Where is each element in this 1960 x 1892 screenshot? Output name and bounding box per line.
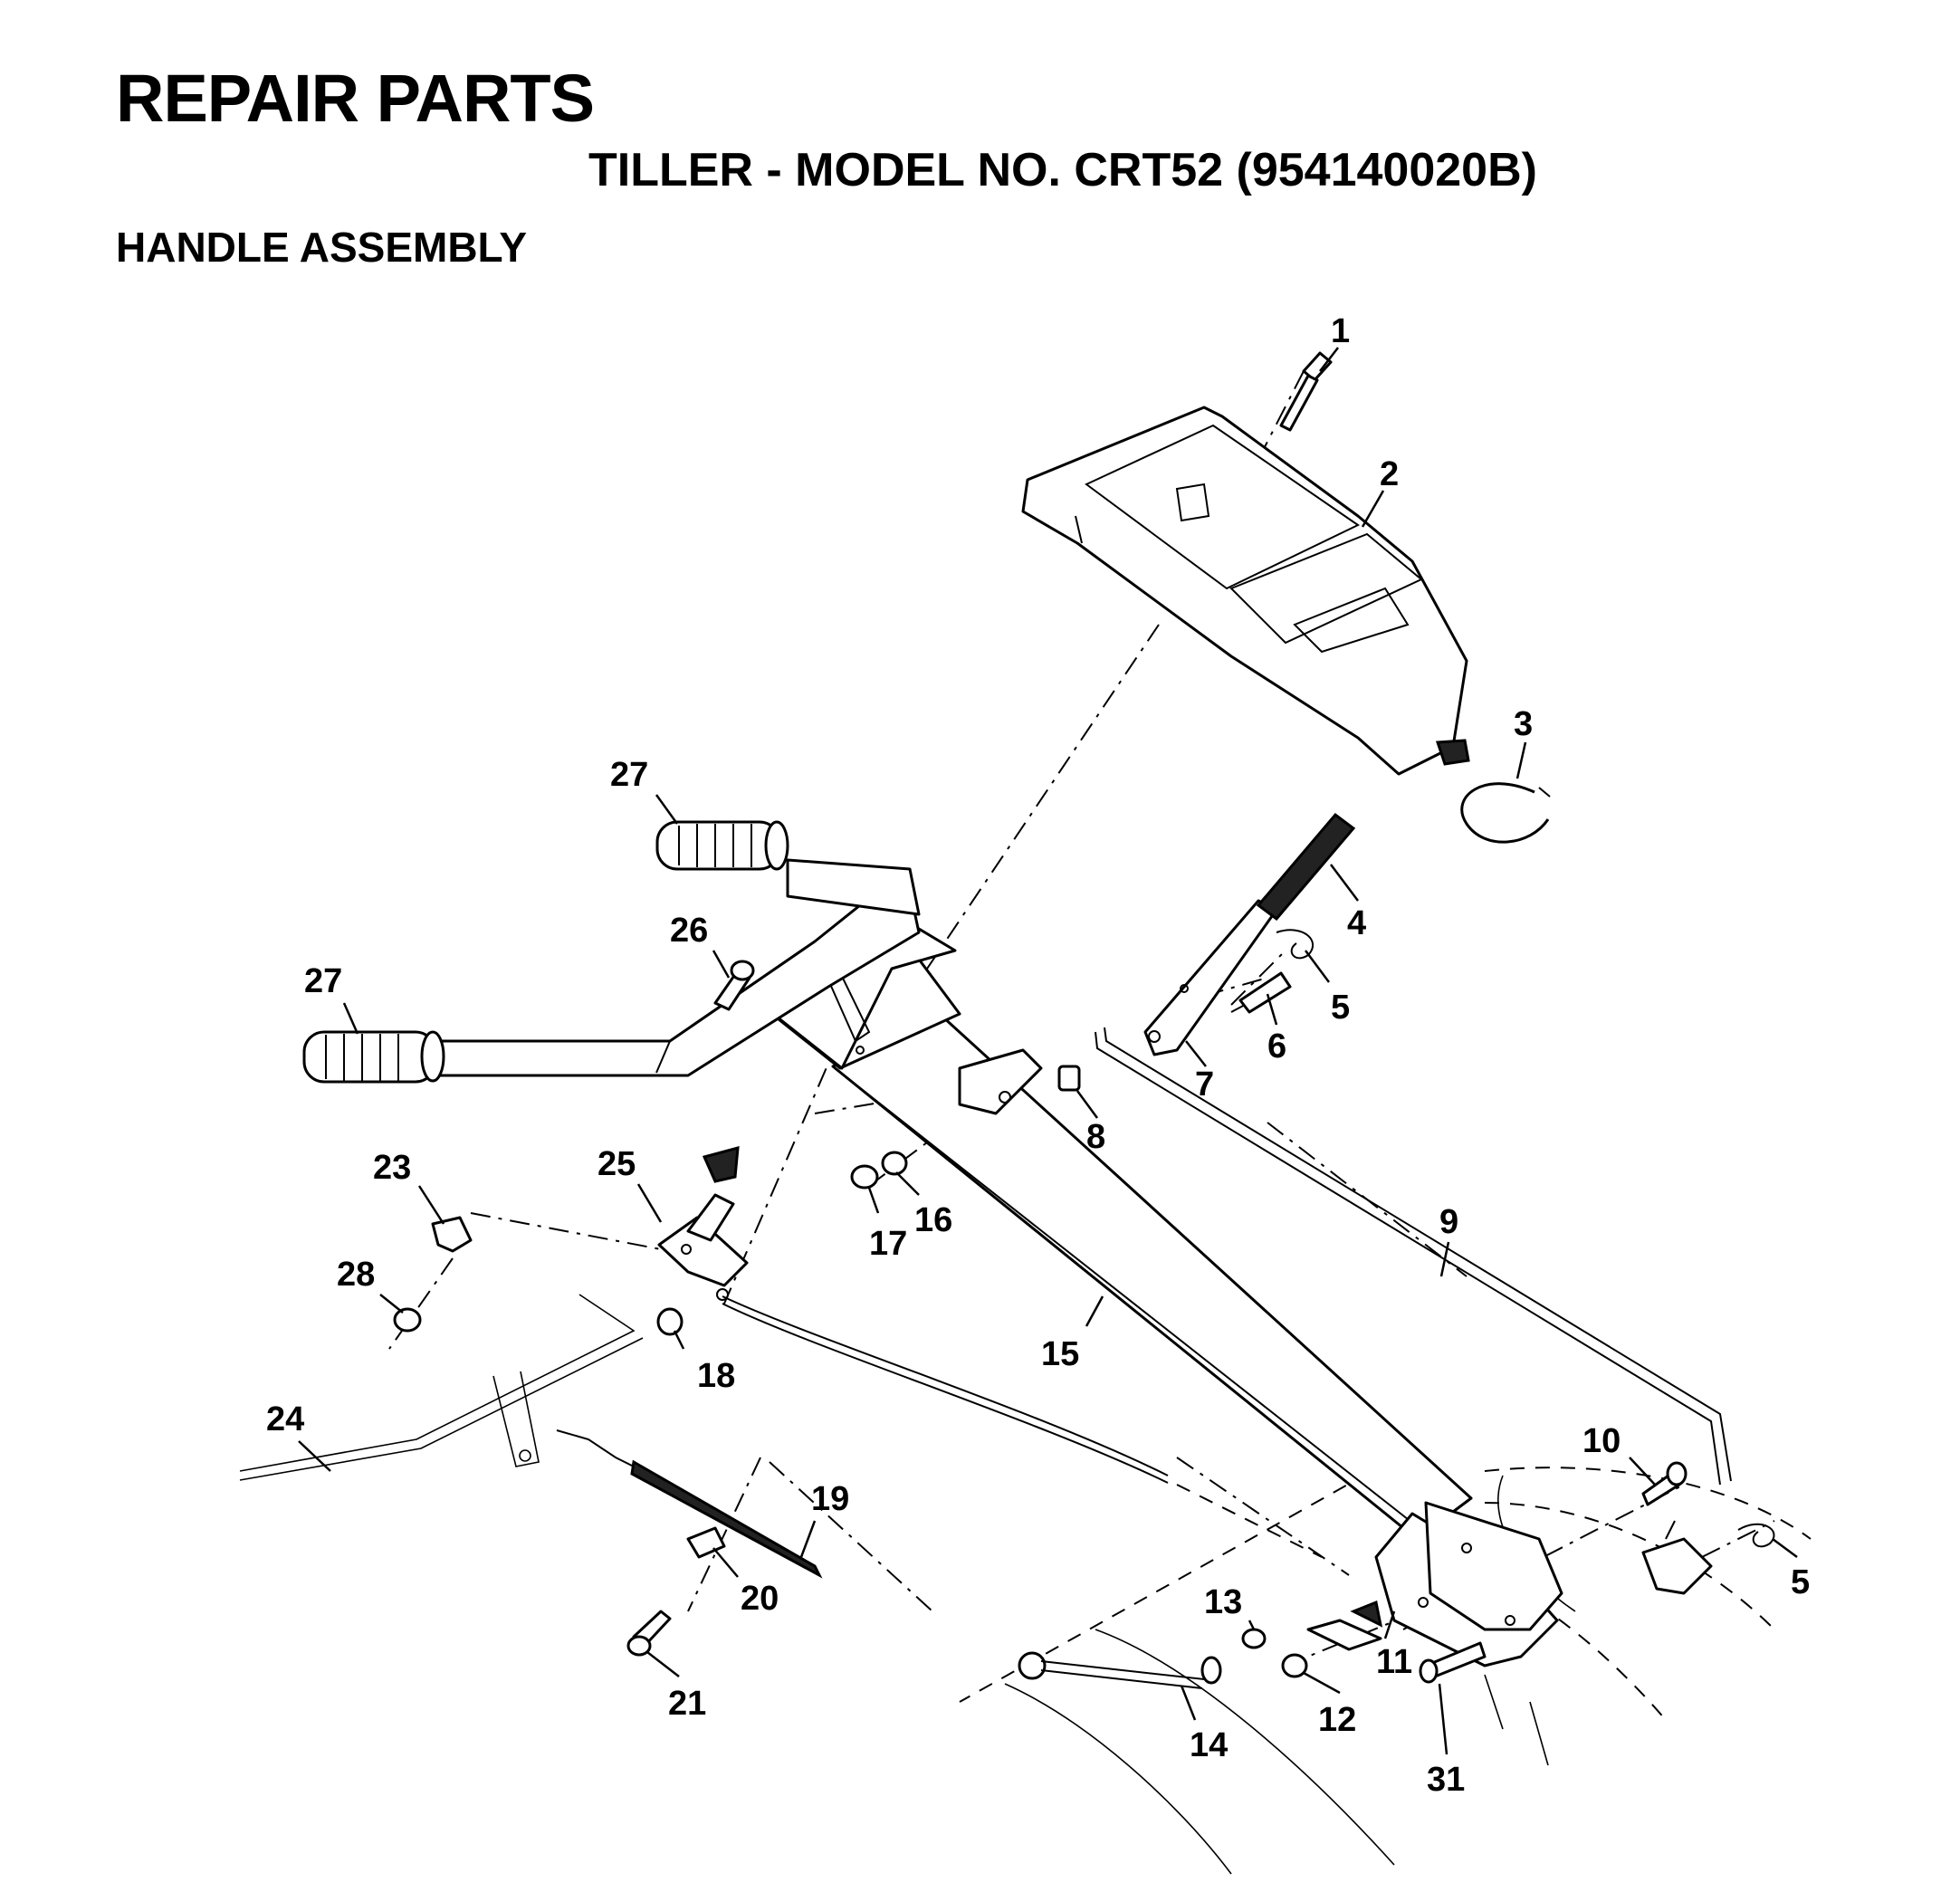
section-title: HANDLE ASSEMBLY [116, 224, 528, 271]
callout-16: 16 [914, 1201, 952, 1239]
part-21-screw [626, 1610, 672, 1657]
part-12-nut [1281, 1653, 1308, 1678]
callout-13: 13 [1204, 1583, 1242, 1621]
part-13-washer [1241, 1628, 1267, 1649]
part-3-retaining-ring [1460, 782, 1551, 844]
callout-15: 15 [1041, 1335, 1079, 1373]
callout-11: 11 [1376, 1643, 1412, 1681]
callout-7: 7 [1195, 1065, 1214, 1104]
callout-3: 3 [1514, 705, 1533, 743]
part-1-screw [1279, 351, 1333, 432]
part-27-grip-lower [302, 1030, 445, 1084]
callout-23: 23 [373, 1149, 411, 1187]
callout-5-lower: 5 [1791, 1563, 1810, 1601]
part-6-bolt [1230, 971, 1292, 1014]
callout-18: 18 [697, 1357, 735, 1395]
part-2-console [1021, 406, 1470, 776]
part-17-nut [850, 1164, 879, 1190]
callout-20: 20 [741, 1580, 779, 1618]
callout-5: 5 [1331, 989, 1350, 1027]
callout-19: 19 [811, 1480, 849, 1518]
part-7-lever [1143, 899, 1278, 1056]
part-5-hairpin-clip-lower [1737, 1523, 1775, 1548]
part-16-washer [881, 1151, 908, 1176]
callout-28: 28 [337, 1256, 375, 1294]
callout-labels: 1 2 3 4 5 6 7 8 9 10 11 12 13 14 15 16 1… [266, 312, 1810, 1799]
part-28-nut [393, 1307, 422, 1333]
part-15-handle-tube [831, 1014, 1473, 1541]
part-8-spacer [1057, 1065, 1081, 1092]
callout-27-lower: 27 [304, 962, 342, 1000]
rod-pivot-fitting [1641, 1520, 1713, 1595]
callout-6: 6 [1267, 1027, 1286, 1065]
callout-1: 1 [1331, 312, 1350, 350]
handlebar [437, 858, 921, 1077]
part-18-nut [656, 1307, 684, 1336]
part-19-spring [556, 1429, 823, 1579]
part-9-rod [1095, 1027, 1732, 1486]
callout-27-upper: 27 [610, 756, 648, 794]
handle-base-plate [1374, 1501, 1563, 1667]
callout-8: 8 [1086, 1118, 1105, 1156]
callout-2: 2 [1380, 455, 1399, 493]
callout-14: 14 [1190, 1726, 1228, 1764]
part-24-rod [239, 1294, 644, 1481]
part-14-shift-lever [1018, 1651, 1222, 1689]
part-26-screw [713, 960, 755, 1011]
control-cable [722, 1295, 1169, 1484]
callout-10: 10 [1582, 1422, 1621, 1460]
callout-25: 25 [598, 1145, 636, 1183]
callout-26: 26 [670, 912, 708, 950]
part-31-bolt [1419, 1641, 1487, 1684]
part-27-grip-upper [655, 820, 789, 871]
callout-4: 4 [1347, 904, 1366, 942]
page-title: REPAIR PARTS [116, 61, 595, 136]
callout-31: 31 [1427, 1761, 1465, 1799]
part-23-clip [431, 1216, 473, 1253]
callout-21: 21 [668, 1685, 706, 1723]
part-4-lever-grip [1256, 812, 1356, 922]
callout-9: 9 [1439, 1203, 1458, 1241]
part-10-bolt [1641, 1461, 1688, 1506]
callout-24: 24 [266, 1400, 304, 1438]
leader-lines [298, 347, 1798, 1755]
part-11-shift-bracket [1306, 1600, 1383, 1651]
callout-12: 12 [1318, 1701, 1356, 1739]
callout-17: 17 [869, 1225, 907, 1263]
assembly-lines [388, 370, 1775, 1667]
model-subtitle: TILLER - MODEL NO. CRT52 (954140020B) [588, 144, 1537, 196]
part-25-control-bracket [657, 1145, 749, 1301]
